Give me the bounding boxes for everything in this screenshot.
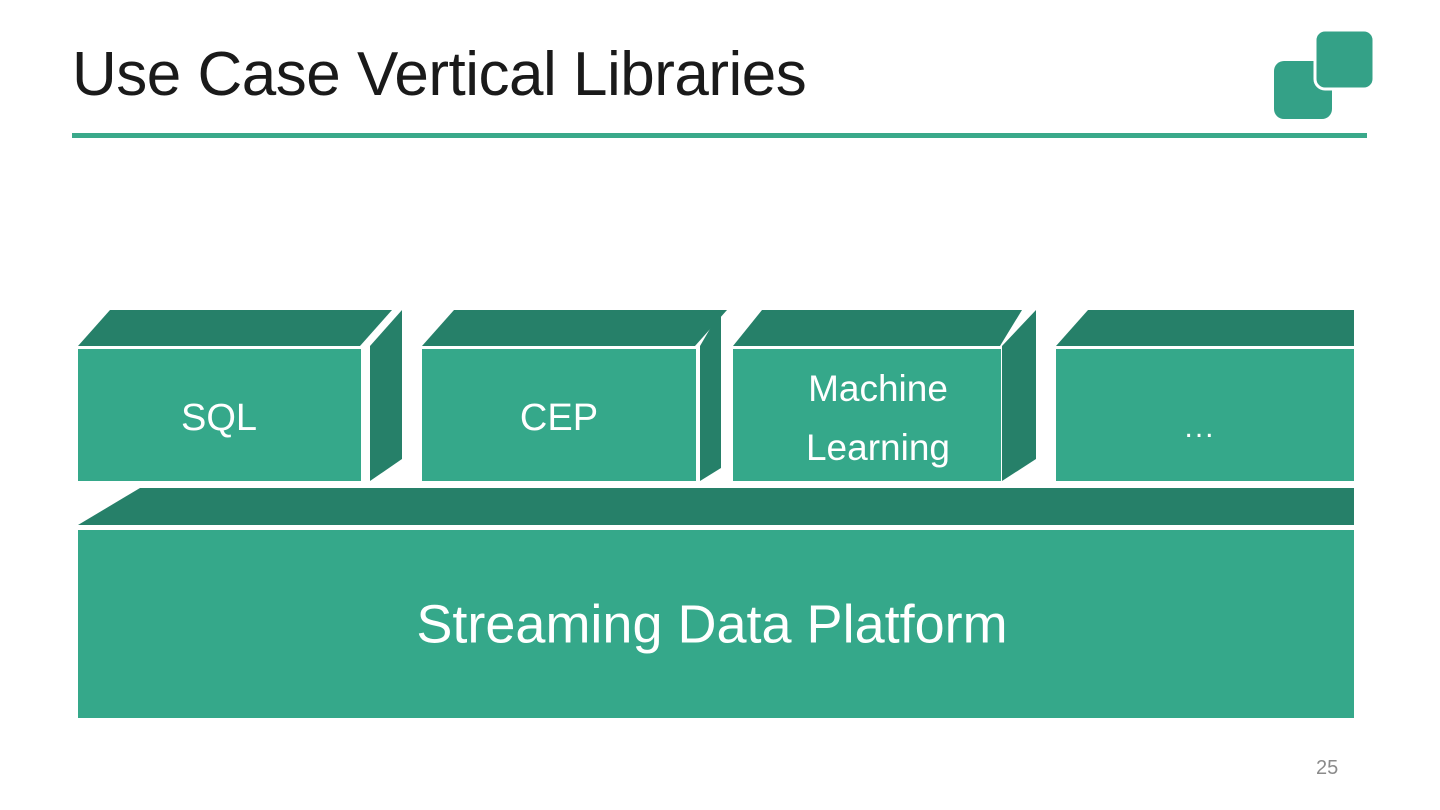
logo-front-square xyxy=(1313,28,1376,91)
tier-box-cep[interactable]: CEP xyxy=(422,310,727,481)
page-number: 25 xyxy=(1316,757,1339,779)
tier-box-more-top-face xyxy=(1056,310,1354,346)
tier-box-machine-learning-label-line2: Learning xyxy=(806,427,950,468)
tier-box-more[interactable]: ... xyxy=(1056,310,1354,481)
page-title: Use Case Vertical Libraries xyxy=(72,40,807,109)
tier-box-cep-label: CEP xyxy=(520,397,598,439)
platform-box-top-face xyxy=(78,488,1354,525)
tier-box-sql[interactable]: SQL xyxy=(78,310,402,481)
platform-box-label: Streaming Data Platform xyxy=(416,594,1007,654)
tier-box-machine-learning-side-face xyxy=(1002,310,1036,481)
tier-box-machine-learning-front-face xyxy=(733,349,1001,481)
tier-box-sql-side-face xyxy=(370,310,402,481)
tier-box-cep-top-face xyxy=(422,310,727,346)
tier-box-machine-learning-label-line1: Machine xyxy=(808,368,948,409)
tier-box-more-front-face xyxy=(1056,349,1354,481)
tier-box-machine-learning-top-face xyxy=(733,310,1022,346)
tier-box-machine-learning[interactable]: Machine Learning xyxy=(733,310,1036,481)
title-underline-rule xyxy=(72,133,1367,138)
tier-box-cep-front-face xyxy=(422,349,696,481)
tier-box-sql-label: SQL xyxy=(181,397,257,439)
tier-box-sql-top-face xyxy=(78,310,392,346)
brand-logo xyxy=(1272,28,1376,124)
use-case-library-stack-diagram: SQL CEP Machine Learning ... Streami xyxy=(0,296,1440,736)
tier-box-sql-front-face xyxy=(78,349,361,481)
platform-box-streaming-data-platform[interactable]: Streaming Data Platform xyxy=(78,488,1354,718)
tier-box-more-label: ... xyxy=(1184,411,1215,444)
tier-box-cep-side-face xyxy=(700,310,721,481)
platform-box-front-face xyxy=(78,530,1354,718)
